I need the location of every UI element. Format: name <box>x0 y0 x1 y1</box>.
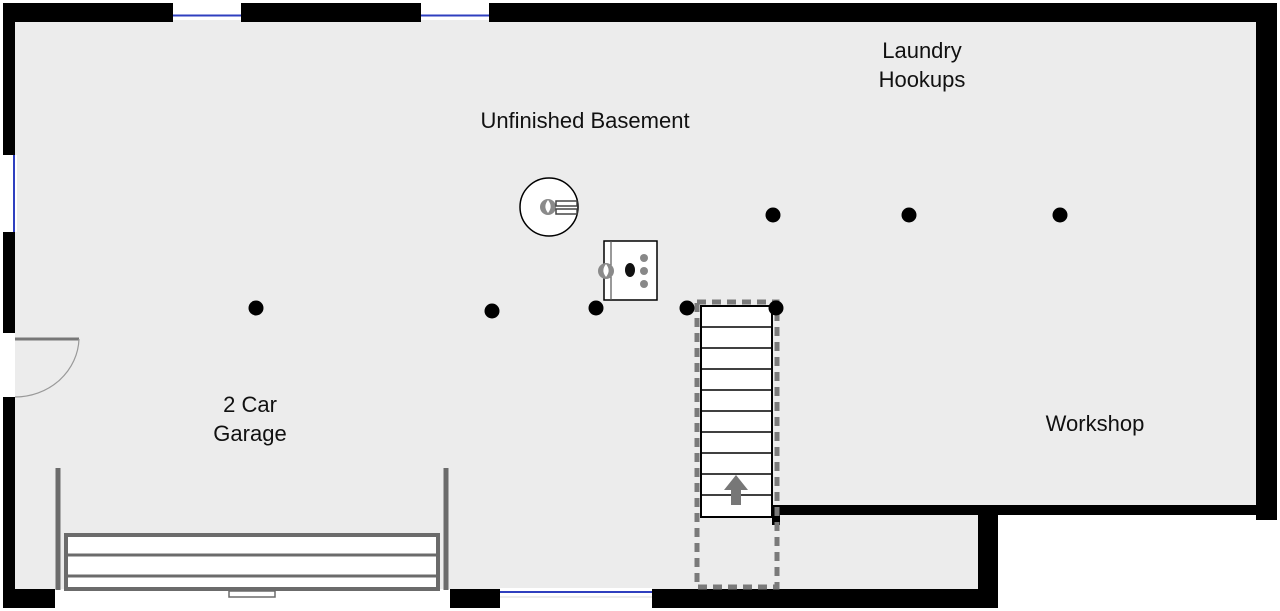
label-laundry-line2: Hookups <box>879 67 966 92</box>
window-top-middle <box>421 11 489 20</box>
up-arrow-icon <box>724 475 748 505</box>
wall-left-middle <box>3 232 15 333</box>
wall-step-right <box>978 505 998 608</box>
wall-bottom-middle <box>450 589 500 608</box>
windows <box>10 11 652 596</box>
label-garage-line2: Garage <box>213 421 286 446</box>
wall-step-top <box>778 505 1277 515</box>
label-unfinished-basement: Unfinished Basement <box>480 108 689 133</box>
window-bottom <box>500 588 652 596</box>
wall-top-middle <box>241 3 421 22</box>
support-column <box>484 303 500 319</box>
support-column <box>768 300 784 316</box>
support-columns <box>248 207 1068 319</box>
support-column <box>1052 207 1068 223</box>
exterior-walls <box>3 3 1277 608</box>
wall-bottom-right <box>652 589 998 608</box>
wall-left-bottom <box>3 397 15 608</box>
label-garage-line1: 2 Car <box>223 392 277 417</box>
wall-top-left <box>3 3 173 22</box>
wall-top-right <box>489 3 1277 22</box>
staircase <box>694 299 780 590</box>
garage-door-panels <box>64 533 440 591</box>
support-column <box>588 300 604 316</box>
garage-door-handle <box>228 590 276 598</box>
support-column <box>901 207 917 223</box>
garage-door <box>55 468 450 608</box>
door-swing-arc <box>14 338 80 398</box>
side-door <box>3 333 80 398</box>
window-left <box>10 155 17 232</box>
stair-outline-dashed <box>694 299 780 590</box>
support-column <box>248 300 264 316</box>
furnace-icon <box>598 240 658 301</box>
basement-floor <box>15 12 1265 598</box>
support-column <box>765 207 781 223</box>
water-heater-icon <box>519 177 579 237</box>
label-laundry-line1: Laundry <box>882 38 962 63</box>
window-top-left <box>173 11 241 20</box>
label-workshop: Workshop <box>1046 411 1145 436</box>
wall-right <box>1256 3 1277 520</box>
wall-bottom-left <box>3 589 55 608</box>
support-column <box>679 300 695 316</box>
wall-left-top <box>3 3 15 155</box>
